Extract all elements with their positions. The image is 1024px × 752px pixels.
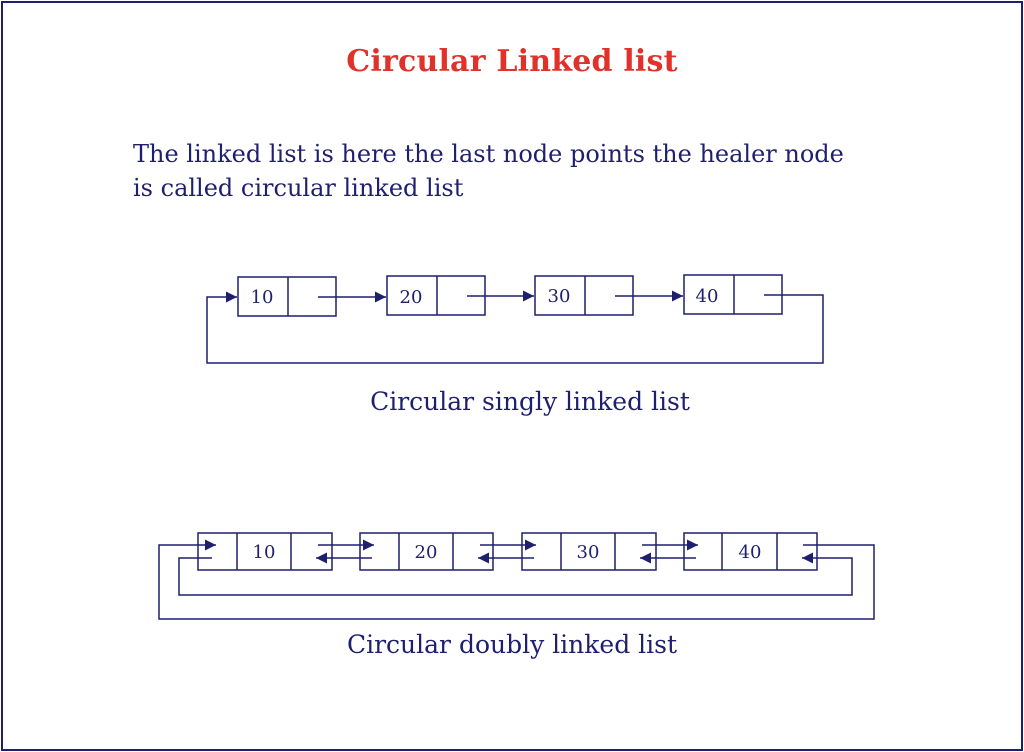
doubly-circular-next-pointer bbox=[158, 539, 875, 620]
singly-circular-pointer bbox=[206, 291, 824, 364]
singly-node-labels: 10 20 30 40 bbox=[251, 286, 719, 308]
doubly-node-2-value: 20 bbox=[415, 542, 438, 563]
singly-caption: Circular singly linked list bbox=[370, 387, 690, 416]
definition-text: The linked list is here the last node po… bbox=[133, 137, 933, 205]
singly-node-2-value: 20 bbox=[400, 287, 423, 308]
doubly-node-4-value: 40 bbox=[739, 542, 762, 563]
singly-node-4-value: 40 bbox=[696, 286, 719, 307]
doubly-node-3-value: 30 bbox=[577, 542, 600, 563]
doubly-node-1-value: 10 bbox=[253, 542, 276, 563]
singly-node-1-value: 10 bbox=[251, 287, 274, 308]
doubly-circular-prev-pointer bbox=[178, 552, 853, 596]
singly-linked-list bbox=[206, 274, 824, 364]
doubly-linked-list bbox=[158, 532, 875, 620]
doubly-caption: Circular doubly linked list bbox=[347, 630, 677, 659]
doubly-node-1-box bbox=[197, 532, 333, 571]
doubly-node-4 bbox=[683, 532, 818, 571]
doubly-node-2 bbox=[359, 532, 494, 571]
doubly-node-3-box bbox=[521, 532, 657, 571]
page-title: Circular Linked list bbox=[346, 44, 678, 79]
singly-node-3-value: 30 bbox=[548, 286, 571, 307]
definition-line-1: The linked list is here the last node po… bbox=[133, 140, 844, 168]
doubly-node-2-box bbox=[359, 532, 494, 571]
doubly-node-1 bbox=[197, 532, 333, 571]
definition-line-2: is called circular linked list bbox=[133, 174, 464, 202]
doubly-node-3 bbox=[521, 532, 657, 571]
doubly-node-4-box bbox=[683, 532, 818, 571]
doubly-node-labels: 10 20 30 40 bbox=[253, 542, 762, 563]
